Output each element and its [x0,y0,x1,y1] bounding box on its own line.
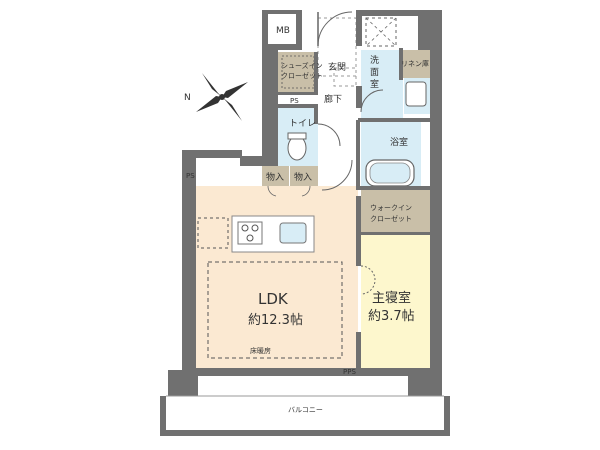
bedroom-door [360,265,376,295]
walk-in-closet-floor [361,190,434,234]
washroom-label-line1: 洗 [370,54,379,66]
ldk-door [321,159,353,191]
hallway-label: 廊下 [324,93,342,105]
entrance-floor-outline [317,17,357,77]
bathroom-label: 浴室 [390,136,408,148]
kitchen-sink [279,222,307,244]
walk-in-closet-label-line2: クローゼット [370,214,412,223]
compass-needle [202,73,222,97]
fridge-space [197,217,229,249]
washbasin [405,81,427,107]
storage-2-label: 物入 [294,171,312,183]
compass-needle [222,82,248,98]
stove-burner [241,224,249,232]
floor-heating-label: 床暖房 [250,346,271,355]
mb-label: MB [276,26,290,36]
compass-needle [196,96,222,112]
walk-in-closet-label-line1: ウォークイン [370,204,412,212]
shoes-closet-label-line2: クローゼット [281,71,323,80]
linen-closet-label: リネン庫 [401,59,429,68]
toilet-bowl [287,135,307,161]
washer-space [365,17,397,47]
ps-left-label: PS [186,172,195,180]
compass-center [219,94,225,100]
storage-door [267,185,277,197]
balcony-label: バルコニー [288,406,323,414]
ldk-size-label: 約12.3帖 [248,313,303,328]
ps-top-label: PS [290,97,299,105]
toilet-label: トイレ [289,119,316,129]
bedroom-floor [361,234,434,368]
balcony-rail [160,430,450,436]
washer-cross [365,17,397,47]
storage-door [301,185,311,197]
stove-burner [251,224,259,232]
toilet-tank [287,132,307,140]
entrance-label: 玄関 [328,61,346,73]
walls [168,10,442,396]
entrance-step-outline [333,67,357,87]
compass-north-letter: N [184,93,191,103]
compass-needle [222,97,242,121]
washroom-door [360,89,384,113]
entrance-door [317,11,353,47]
washroom-label-line3: 室 [370,78,379,90]
storage-2-floor [290,166,318,186]
ldk-floor [196,186,358,368]
shoes-closet-floor [278,52,318,92]
pps-label: PPS [343,368,356,376]
bedroom-name-label: 主寝室 [372,290,411,306]
kitchen-stove [237,221,263,245]
balcony-rail-right-post [444,396,450,436]
toilet-door [317,123,341,147]
storage-1-floor [262,166,289,186]
washroom-floor [361,50,403,118]
floor-heating-area [207,261,343,359]
compass: N [184,73,248,121]
balcony-rail-left-post [160,396,166,436]
stove-burner [246,234,254,242]
bathtub-inner [369,162,411,184]
washroom-label-line2: 面 [370,67,379,78]
ldk-name-label: LDK [258,290,289,308]
bedroom-size-label: 約3.7帖 [368,309,415,324]
shoes-closet-label-line1: シューズイン [281,61,323,70]
linen-closet-floor [399,50,430,78]
storage-1-label: 物入 [266,171,284,183]
